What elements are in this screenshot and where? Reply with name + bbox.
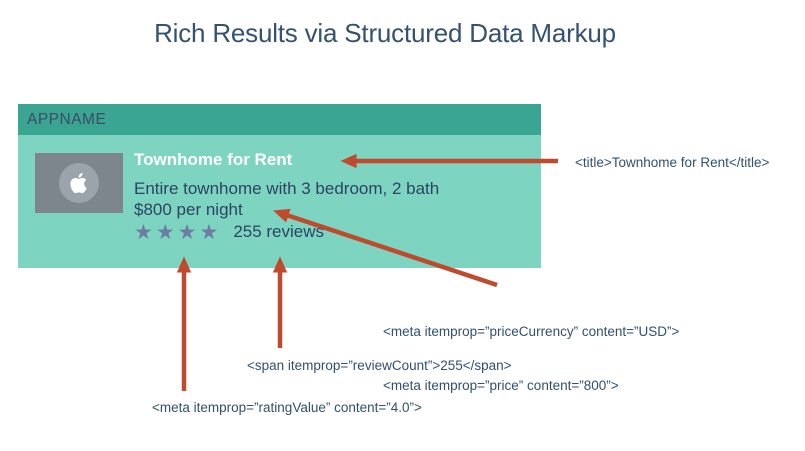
- listing-title: Townhome for Rent: [134, 150, 293, 169]
- card-header: APPNAME: [18, 104, 541, 135]
- rich-result-card: APPNAME Townhome for Rent Entire townhom…: [18, 104, 541, 268]
- star-rating-icons: ★★★★: [134, 220, 222, 244]
- slide-title: Rich Results via Structured Data Markup: [154, 18, 616, 48]
- review-count-label: 255 reviews: [233, 222, 325, 241]
- rating-row: ★★★★ 255 reviews: [134, 220, 324, 244]
- listing-price: $800 per night: [134, 200, 243, 219]
- annotation-price-currency-line: <meta itemprop=”priceCurrency” content=”…: [383, 324, 680, 339]
- annotation-review-count-span: <span itemprop=”reviewCount”>255</span>: [247, 358, 512, 373]
- annotation-title-tag: <title>Townhome for Rent</title>: [575, 155, 770, 170]
- app-icon: [35, 153, 123, 213]
- app-icon-circle: [59, 163, 99, 203]
- listing-description: Entire townhome with 3 bedroom, 2 bath: [134, 179, 440, 198]
- annotation-rating-value-meta: <meta itemprop=”ratingValue” content=”4.…: [152, 400, 422, 415]
- annotation-price-meta: <meta itemprop=”priceCurrency” content=”…: [383, 287, 679, 431]
- apple-icon: [67, 171, 91, 195]
- app-name-label: APPNAME: [27, 110, 107, 128]
- card-body: Townhome for Rent Entire townhome with 3…: [18, 135, 541, 268]
- annotation-price-line: <meta itemprop=”price” content=”800”>: [383, 378, 619, 393]
